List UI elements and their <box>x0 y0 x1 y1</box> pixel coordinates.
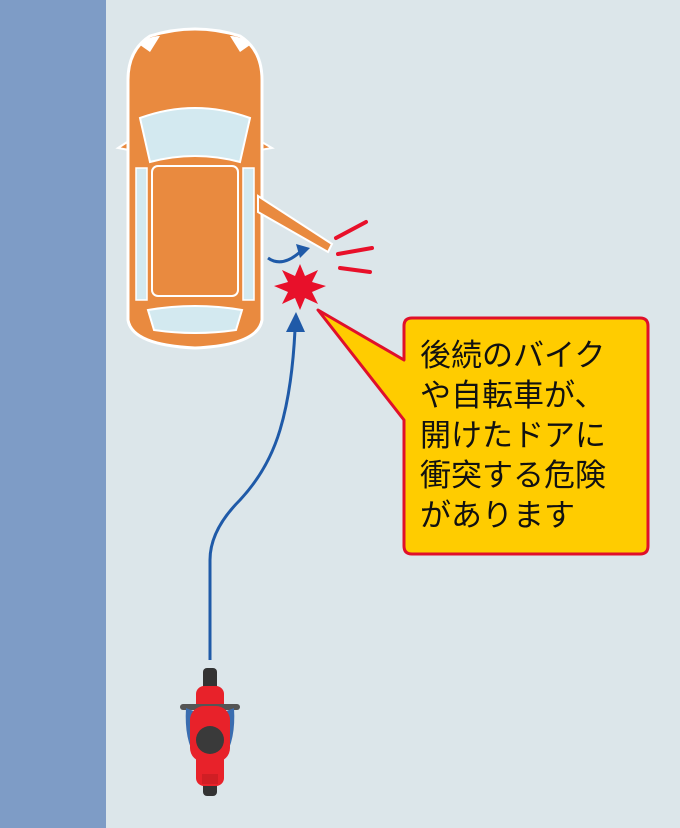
door-swing-arrow-icon <box>267 244 310 264</box>
impact-burst-icon <box>274 264 326 310</box>
motorcycle-rider-icon <box>180 668 240 796</box>
callout-line-4: 衝突する危険 <box>420 458 606 494</box>
impact-lines <box>334 220 374 274</box>
callout-line-3: 開けたドアに <box>420 418 606 454</box>
callout-text: 後続のバイク や自転車が、 開けたドアに 衝突する危険 があります <box>420 336 640 536</box>
callout-line-1: 後続のバイク <box>420 338 606 374</box>
car-top-view-icon <box>115 27 334 350</box>
callout-bubble <box>316 308 650 556</box>
callout-line-5: があります <box>420 498 575 534</box>
callout-line-2: や自転車が、 <box>420 378 606 414</box>
path-arrow-icon <box>208 312 305 660</box>
sidewalk <box>0 0 106 828</box>
